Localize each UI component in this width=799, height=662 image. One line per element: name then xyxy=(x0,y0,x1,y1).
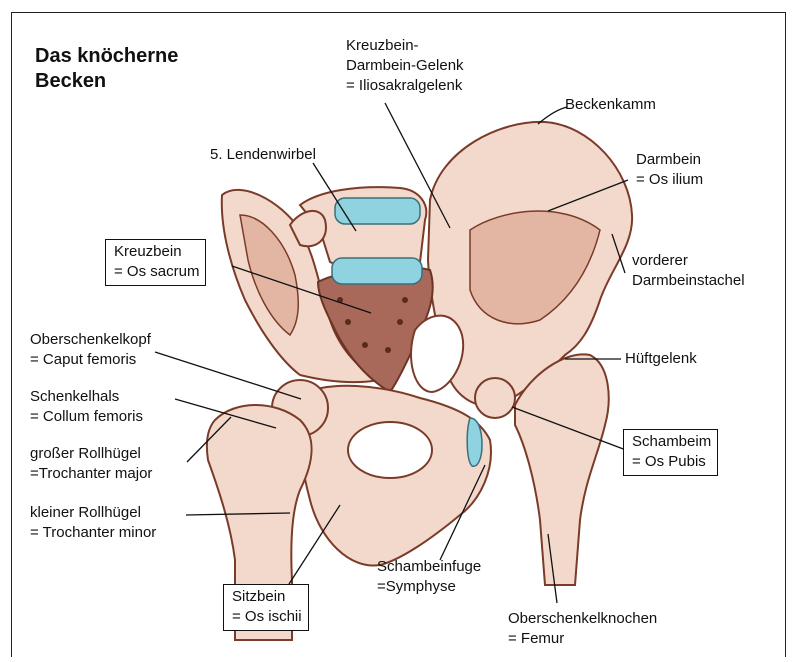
label-oberschenkelkopf: Oberschenkelkopf= Caput femoris xyxy=(30,330,151,370)
label-line: Kreuzbein xyxy=(114,242,199,262)
label-line: = Os sacrum xyxy=(114,262,199,282)
label-lendenwirbel: 5. Lendenwirbel xyxy=(210,145,316,165)
intervertebral-disc-lower xyxy=(332,258,422,284)
label-line: Schambeinfuge xyxy=(377,557,481,577)
obturator-foramen xyxy=(348,422,432,478)
label-line: = Caput femoris xyxy=(30,350,151,370)
label-kreuzbein: Kreuzbein= Os sacrum xyxy=(105,239,206,286)
label-line: = Os Pubis xyxy=(632,452,711,472)
right-femur-shaft xyxy=(515,354,609,585)
label-line: Sitzbein xyxy=(232,587,302,607)
label-line: vorderer xyxy=(632,251,745,271)
label-line: Kreuzbein- xyxy=(346,36,464,56)
title-line-1: Das knöcherne xyxy=(35,44,178,69)
title-line-2: Becken xyxy=(35,69,178,94)
label-line: Darmbeinstachel xyxy=(632,271,745,291)
label-trochanter-major: großer Rollhügel=Trochanter major xyxy=(30,444,152,484)
label-line: =Trochanter major xyxy=(30,464,152,484)
label-line: = Trochanter minor xyxy=(30,523,156,543)
label-trochanter-minor: kleiner Rollhügel= Trochanter minor xyxy=(30,503,156,543)
label-femur: Oberschenkelknochen= Femur xyxy=(508,609,657,649)
label-line: =Symphyse xyxy=(377,577,481,597)
label-line: kleiner Rollhügel xyxy=(30,503,156,523)
intervertebral-disc-upper xyxy=(335,198,420,224)
label-line: Schenkelhals xyxy=(30,387,143,407)
label-sitzbein: Sitzbein= Os ischii xyxy=(223,584,309,631)
label-line: Oberschenkelknochen xyxy=(508,609,657,629)
label-line: Darmbein-Gelenk xyxy=(346,56,464,76)
label-schambeinfuge: Schambeinfuge=Symphyse xyxy=(377,557,481,597)
label-line: = Iliosakralgelenk xyxy=(346,76,464,96)
label-darmbein: Darmbein= Os ilium xyxy=(636,150,703,190)
diagram-title: Das knöcherne Becken xyxy=(35,44,178,94)
label-line: Oberschenkelkopf xyxy=(30,330,151,350)
label-line: = Femur xyxy=(508,629,657,649)
label-line: großer Rollhügel xyxy=(30,444,152,464)
label-line: Beckenkamm xyxy=(565,95,656,115)
right-femur-head xyxy=(475,378,515,418)
label-line: Hüftgelenk xyxy=(625,349,697,369)
label-schenkelhals: Schenkelhals= Collum femoris xyxy=(30,387,143,427)
label-line: = Os ischii xyxy=(232,607,302,627)
label-schambein: Schambeim= Os Pubis xyxy=(623,429,718,476)
label-line: 5. Lendenwirbel xyxy=(210,145,316,165)
label-line: = Collum femoris xyxy=(30,407,143,427)
label-iliosakralgelenk: Kreuzbein-Darmbein-Gelenk= Iliosakralgel… xyxy=(346,36,464,96)
label-line: Schambeim xyxy=(632,432,711,452)
label-line: Darmbein xyxy=(636,150,703,170)
label-line: = Os ilium xyxy=(636,170,703,190)
label-hueftgelenk: Hüftgelenk xyxy=(625,349,697,369)
label-beckenkamm: Beckenkamm xyxy=(565,95,656,115)
